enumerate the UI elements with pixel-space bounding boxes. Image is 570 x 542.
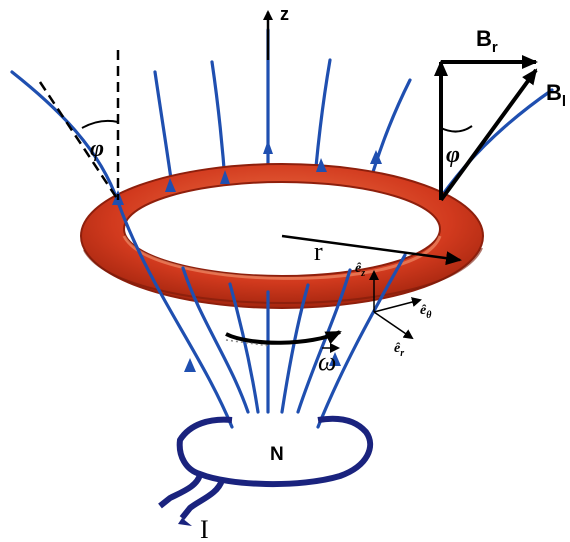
ez-label: êz (355, 261, 365, 279)
field-line-far-left-upper (10, 70, 120, 204)
coil-lead-2 (179, 478, 225, 520)
field-line-far-left-lower (116, 200, 234, 429)
er-label: êr (394, 341, 404, 359)
field-arrow-6 (184, 358, 196, 372)
etheta-label: êθ (420, 303, 432, 321)
z-axis: z (263, 4, 289, 60)
coil-lead-1 (158, 473, 203, 509)
field-arrow-8 (263, 140, 273, 154)
field-line-far-right-lower (316, 253, 407, 429)
coil: N I (158, 415, 373, 542)
z-label: z (280, 4, 289, 24)
field-arrow-2 (165, 178, 176, 192)
phi-left-label: φ (90, 136, 104, 162)
current-arrow-icon (178, 518, 192, 526)
unit-vectors: êz êθ êr (355, 261, 432, 359)
omega-rotation: ω (225, 330, 342, 376)
coil-loop (176, 415, 373, 488)
br-label: Br (476, 26, 498, 56)
ring-hole (123, 181, 441, 277)
field-arrow-5 (370, 150, 382, 164)
field-line-left-lower (181, 266, 250, 414)
ring-shadow (83, 247, 483, 304)
radius-vector: r (281, 234, 462, 266)
current-label: I (200, 515, 209, 542)
phi-right-label: φ (446, 142, 460, 168)
bl-label: Bl (546, 80, 566, 110)
b-vector-triangle: φ Br Bl (434, 26, 566, 202)
field-arrow-3 (220, 170, 230, 184)
ring (80, 163, 484, 309)
ring-highlight (122, 235, 442, 280)
radius-label: r (314, 237, 323, 266)
field-arrow-4 (316, 158, 327, 172)
left-angle: φ (38, 50, 120, 201)
field-arrow-7 (329, 352, 341, 366)
magnet-label: N (270, 444, 284, 465)
omega-label: ω (318, 347, 336, 376)
